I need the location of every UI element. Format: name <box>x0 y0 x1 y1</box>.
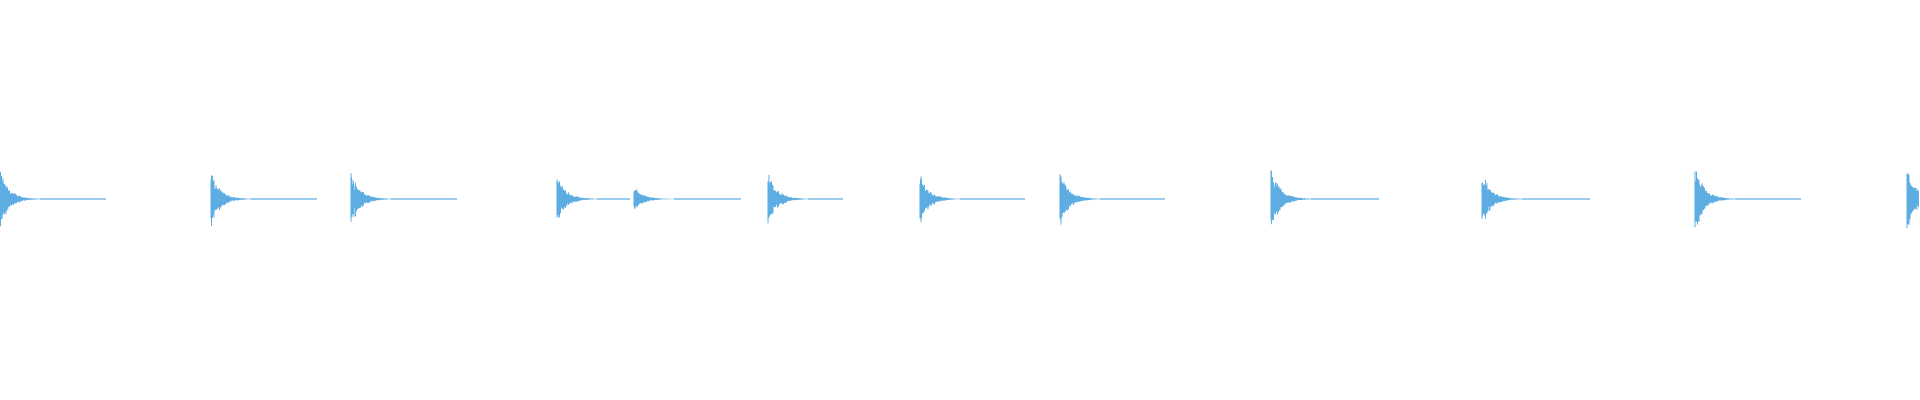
waveform-transient <box>767 174 808 224</box>
waveform-hit-1 <box>0 171 106 227</box>
waveform-transient <box>919 176 960 223</box>
waveform-hit-3 <box>350 173 457 222</box>
waveform-transient <box>1270 170 1311 225</box>
waveform-hit-7 <box>919 176 1025 223</box>
waveform-transient <box>633 189 674 209</box>
waveform-transient <box>1906 173 1919 228</box>
waveform-hit-5 <box>633 189 741 209</box>
waveform-transient <box>1694 171 1735 228</box>
waveform-hit-12 <box>1906 173 1919 228</box>
waveform-hit-9 <box>1270 170 1379 225</box>
waveform-hit-8 <box>1059 174 1165 225</box>
waveform-hit-2 <box>210 175 317 226</box>
waveform-hit-11 <box>1694 171 1801 228</box>
waveform-transient <box>1481 179 1522 219</box>
waveform-transient <box>210 175 251 226</box>
waveform-hit-4 <box>556 179 630 218</box>
waveform-hit-6 <box>767 174 843 224</box>
waveform-hit-10 <box>1481 179 1590 219</box>
waveform-transient <box>556 179 597 218</box>
waveform-transient <box>1059 174 1100 225</box>
waveform-transient <box>350 173 391 222</box>
waveform-transient <box>0 171 40 227</box>
